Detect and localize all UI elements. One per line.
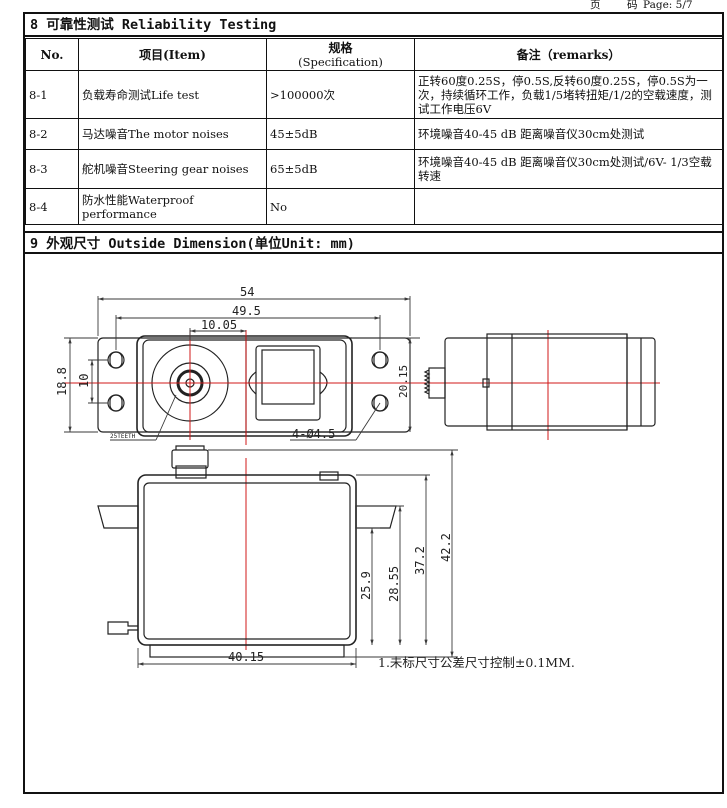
servo-top-view <box>97 335 411 437</box>
dim-holes: 4-Ø4.5 <box>292 427 335 441</box>
row-spec: No <box>266 188 415 225</box>
dim-54: 54 <box>240 285 254 299</box>
reliability-table: No. 项目(Item) 规格 (Specification) 备注（remar… <box>25 38 723 225</box>
row-remarks <box>414 188 723 225</box>
table-row: 8-1 负载寿命测试Life test >100000次 正转60度0.25S，… <box>25 70 723 119</box>
dim-40-15: 40.15 <box>228 650 264 664</box>
page-header: 页 码 Page: 5/7 <box>590 0 725 11</box>
row-no: 8-2 <box>25 118 79 150</box>
page-prefix: 页 <box>590 0 601 11</box>
row-remarks: 环境噪音40-45 dB 距离噪音仪30cm处测试/6V- 1/3空载转速 <box>414 149 723 189</box>
table-row: 8-3 舵机噪音Steering gear noises 65±5dB 环境噪音… <box>25 149 723 189</box>
table-row: 8-2 马达噪音The motor noises 45±5dB 环境噪音40-4… <box>25 118 723 150</box>
section-title-dimension: 9 外观尺寸 Outside Dimension(单位Unit: mm) <box>25 231 722 254</box>
row-no: 8-1 <box>25 70 79 119</box>
row-item: 舵机噪音Steering gear noises <box>78 149 267 189</box>
dim-25-9: 25.9 <box>359 571 373 600</box>
dim-teeth: 25TEETH <box>110 433 136 440</box>
col-item: 项目(Item) <box>78 38 267 71</box>
dim-42-2: 42.2 <box>439 533 453 562</box>
col-no: No. <box>25 38 79 71</box>
dim-18-8: 18.8 <box>55 367 69 396</box>
row-item: 负载寿命测试Life test <box>78 70 267 119</box>
dim-49-5: 49.5 <box>232 304 261 318</box>
row-remarks: 环境噪音40-45 dB 距离噪音仪30cm处测试 <box>414 118 723 150</box>
tolerance-note: 1.未标尺寸公差尺寸控制±0.1MM. <box>378 655 575 670</box>
row-spec: 45±5dB <box>266 118 415 150</box>
col-spec-cn: 规格 <box>328 40 353 55</box>
dim-28-55: 28.55 <box>387 566 401 602</box>
page-code: 码 <box>627 0 638 11</box>
table-row: 8-4 防水性能Waterproof performance No <box>25 188 723 225</box>
row-no: 8-4 <box>25 188 79 225</box>
section-title-reliability: 8 可靠性测试 Reliability Testing <box>25 14 722 37</box>
col-remarks: 备注（remarks） <box>414 38 723 71</box>
dimension-drawing: 54 49.5 10.05 18.8 10 20.15 4-Ø4.5 25TEE… <box>55 285 660 670</box>
servo-front-view <box>97 445 397 658</box>
dim-10: 10 <box>77 374 91 388</box>
row-item: 马达噪音The motor noises <box>78 118 267 150</box>
col-spec: 规格 (Specification) <box>266 38 415 71</box>
dim-10-05: 10.05 <box>201 318 237 332</box>
table-header-row: No. 项目(Item) 规格 (Specification) 备注（remar… <box>25 38 723 71</box>
dim-20-15: 20.15 <box>397 365 410 398</box>
col-spec-en: (Specification) <box>298 54 383 69</box>
row-remarks-text: 正转60度0.25S，停0.5S,反转60度0.25S，停0.5S为一次，持续循… <box>418 73 712 116</box>
row-spec: >100000次 <box>266 70 415 119</box>
document-frame: 8 可靠性测试 Reliability Testing No. 项目(Item)… <box>23 12 724 794</box>
row-remarks: 正转60度0.25S，停0.5S,反转60度0.25S，停0.5S为一次，持续循… <box>414 70 723 119</box>
row-item: 防水性能Waterproof performance <box>78 188 267 225</box>
dim-37-2: 37.2 <box>413 546 427 575</box>
page-number: Page: 5/7 <box>643 0 693 11</box>
row-spec: 65±5dB <box>266 149 415 189</box>
row-no: 8-3 <box>25 149 79 189</box>
servo-side-view <box>423 333 656 431</box>
